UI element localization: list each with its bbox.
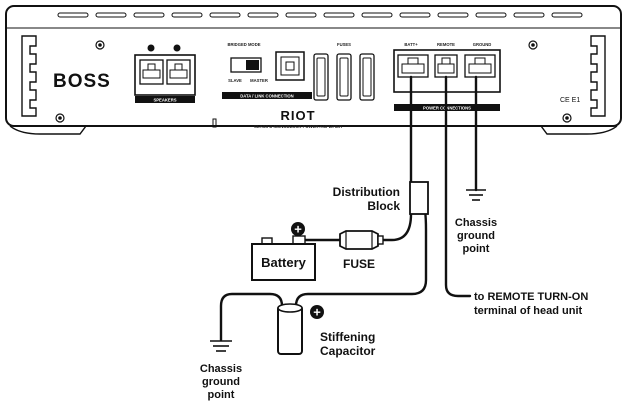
master-label: MASTER: [250, 78, 268, 83]
chassis-ground-left-line1: Chassis: [200, 363, 242, 375]
chassis-ground-right-line3: point: [463, 243, 490, 255]
speaker-plus-marker: [173, 44, 181, 52]
slave-label: SLAVE: [228, 78, 242, 83]
data-link-port: [275, 51, 305, 81]
certification-marks: CE E1: [560, 97, 580, 104]
fuses-label: FUSES: [337, 42, 351, 47]
capacitor-ground-wire: [219, 292, 284, 342]
right-heatsink: [590, 35, 606, 117]
model-subtitle: CLASS D MONOBLOCK POWER AMPLIFIER: [254, 124, 342, 129]
remote-turn-on-label: to REMOTE TURN-ON terminal of head unit: [474, 291, 588, 317]
capacitor-plus-sign: +: [313, 305, 321, 320]
speaker-minus-marker: [147, 44, 155, 52]
ground-label: GROUND: [473, 42, 492, 47]
capacitor-label-line1: Stiffening: [320, 330, 375, 344]
amplifier-unit: BOSS SPEAKERS BRIDGED MODE SLAVE MASTER: [5, 5, 622, 135]
chassis-ground-right: Chassis ground point: [455, 189, 497, 255]
remote-wire: [444, 75, 472, 298]
right-foot: [540, 125, 618, 135]
screws: [55, 40, 572, 123]
bridged-mode-switch: BRIDGED MODE SLAVE MASTER DATA / LINK CO…: [222, 42, 312, 99]
chassis-ground-right-line1: Chassis: [455, 217, 497, 229]
chassis-ground-left-line2: ground: [202, 376, 240, 388]
fuse-label: FUSE: [343, 257, 375, 271]
stiffening-capacitor: + Stiffening Capacitor: [277, 303, 376, 358]
battery-label: Battery: [261, 255, 307, 270]
battery-plus-sign: +: [294, 222, 302, 237]
bridged-mode-label: BRIDGED MODE: [227, 42, 260, 47]
battery-plus-icon: [291, 222, 305, 236]
remote-turn-on-line1: to REMOTE TURN-ON: [474, 291, 588, 303]
battery: Battery +: [251, 222, 316, 281]
wires: [219, 75, 478, 342]
block-to-fuse-wire: [380, 212, 413, 242]
speaker-terminals: SPEAKERS: [134, 44, 196, 103]
chassis-ground-left: Chassis ground point: [200, 340, 242, 401]
batt-label: BATT+: [404, 42, 418, 47]
distribution-block-label-line2: Block: [367, 199, 400, 213]
center-mark: [212, 118, 217, 128]
remote-label: REMOTE: [437, 42, 455, 47]
left-foot: [9, 125, 87, 135]
chassis-ground-right-line2: ground: [457, 230, 495, 242]
capacitor-label-line2: Capacitor: [320, 344, 376, 358]
inline-fuse: FUSE: [339, 230, 384, 271]
distribution-block-label-line1: Distribution: [333, 185, 400, 199]
ground-symbol-left: [210, 340, 232, 352]
amplifier-fuses: FUSES: [313, 42, 375, 101]
capacitor-plus-icon: [310, 305, 324, 319]
brand-logo: BOSS: [53, 71, 111, 92]
speakers-label: SPEAKERS: [153, 98, 176, 103]
distribution-block: Distribution Block: [333, 181, 429, 215]
remote-turn-on-line2: terminal of head unit: [474, 305, 583, 317]
top-vent-slots: [57, 12, 583, 18]
left-heatsink: [21, 35, 37, 117]
chassis-ground-left-line3: point: [208, 389, 235, 401]
ground-symbol-right: [466, 189, 486, 201]
model-name: RIOT: [280, 108, 315, 123]
data-link-label: DATA / LINK CONNECTION: [240, 94, 293, 99]
